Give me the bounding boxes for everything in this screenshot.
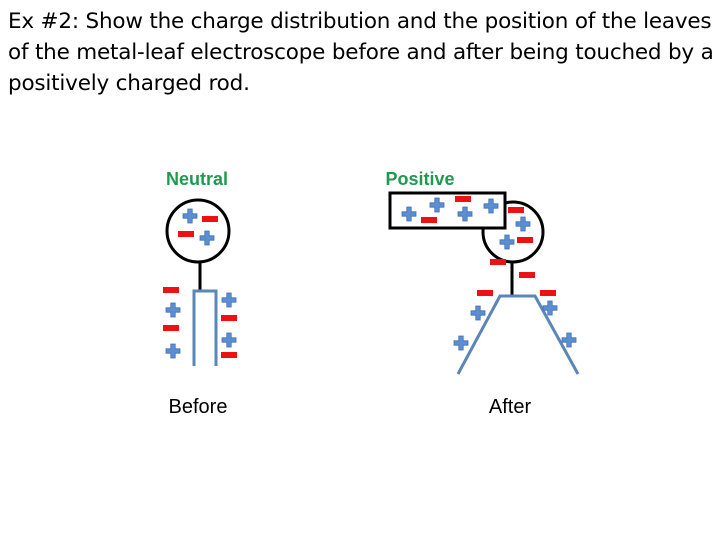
minus-sign-icon xyxy=(163,287,179,293)
plus-sign-icon xyxy=(221,332,237,348)
minus-sign-icon xyxy=(490,259,506,265)
after-caption: After xyxy=(489,396,532,418)
before-knob xyxy=(165,198,231,264)
before-electroscope: Neutral Before xyxy=(163,169,237,418)
plus-sign-icon xyxy=(165,302,181,318)
neutral-label: Neutral xyxy=(166,169,228,189)
minus-sign-icon xyxy=(519,272,535,278)
before-left-leaf-charges xyxy=(163,287,181,359)
after-electroscope: Positive After xyxy=(385,169,580,418)
minus-sign-icon xyxy=(202,216,218,222)
minus-sign-icon xyxy=(477,290,493,296)
minus-sign-icon xyxy=(517,237,533,243)
before-right-leaf-charges xyxy=(221,292,237,358)
minus-sign-icon xyxy=(508,207,524,213)
after-leaves xyxy=(456,294,580,375)
minus-sign-icon xyxy=(421,217,437,223)
plus-sign-icon xyxy=(165,343,181,359)
plus-sign-icon xyxy=(453,335,469,351)
plus-sign-icon xyxy=(561,332,577,348)
minus-sign-icon xyxy=(221,315,237,321)
plus-sign-icon xyxy=(470,305,486,321)
before-leaves xyxy=(192,289,218,366)
minus-sign-icon xyxy=(221,352,237,358)
minus-sign-icon xyxy=(455,196,471,202)
before-caption: Before xyxy=(169,396,228,418)
plus-sign-icon xyxy=(221,292,237,308)
minus-sign-icon xyxy=(163,325,179,331)
positive-label: Positive xyxy=(385,169,454,189)
minus-sign-icon xyxy=(178,231,194,237)
slide-title: Ex #2: Show the charge distribution and … xyxy=(8,9,714,96)
minus-sign-icon xyxy=(540,290,556,296)
